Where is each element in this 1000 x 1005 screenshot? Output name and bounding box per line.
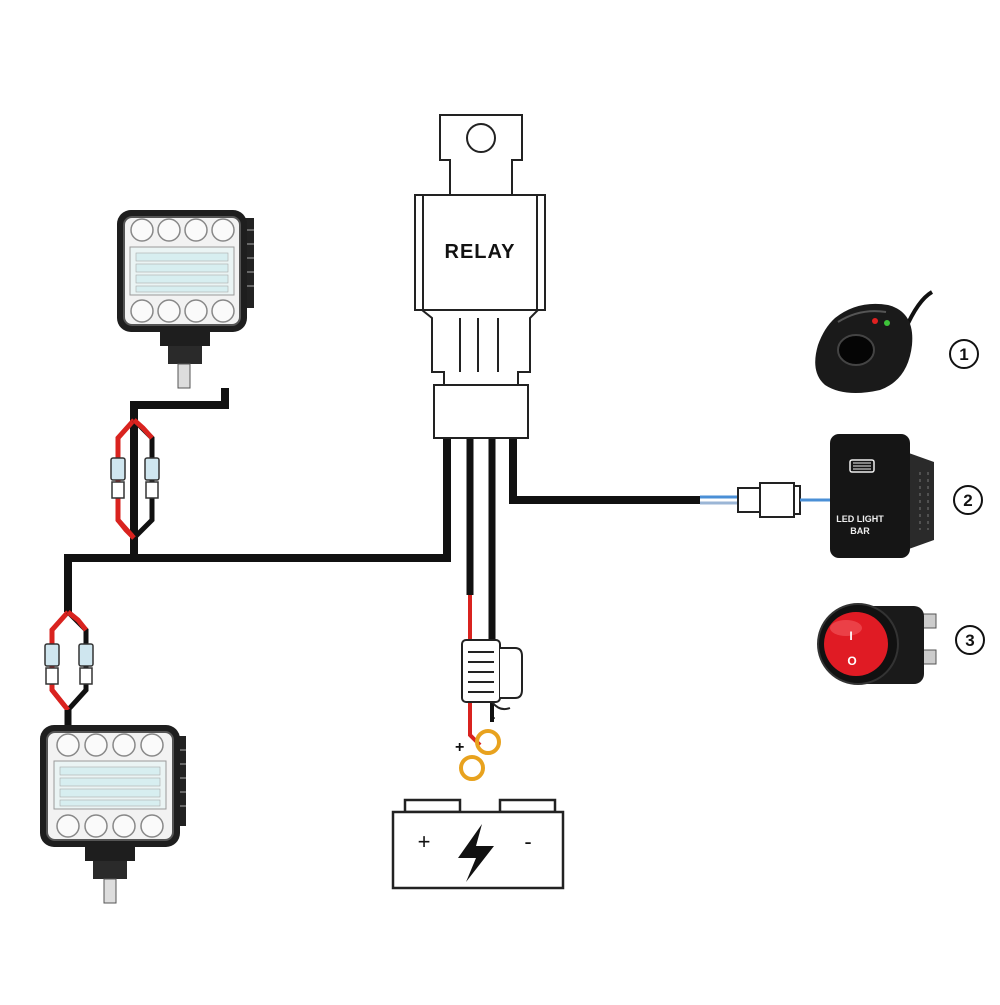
bottom-light-connectors xyxy=(44,643,94,685)
led-bar-icon xyxy=(849,459,875,473)
rocker-label-line1: LED LIGHT xyxy=(836,514,884,524)
rocker-switch-face xyxy=(830,434,910,558)
battery-minus-label: - xyxy=(524,829,531,854)
round-toggle-switch-icon: I O xyxy=(817,603,937,685)
option-number-2-text: 2 xyxy=(963,491,972,510)
switch-harness-connector xyxy=(737,482,830,518)
toggle-on-mark: I xyxy=(849,629,852,643)
top-light-connectors xyxy=(110,457,160,499)
negative-ring-terminal xyxy=(475,729,501,755)
led-work-light-bottom xyxy=(40,725,186,904)
lightning-bolt-icon xyxy=(458,824,494,882)
led-work-light-top xyxy=(117,210,254,389)
main-black-wire xyxy=(64,438,451,612)
relay-mount-hole xyxy=(466,123,496,153)
relay-body xyxy=(414,194,546,311)
positive-ring-terminal xyxy=(459,755,485,781)
push-button-switch-icon xyxy=(815,290,934,394)
relay-label: RELAY xyxy=(445,241,516,263)
battery-positive-post xyxy=(403,798,462,814)
inline-fuse-holder xyxy=(461,639,523,711)
toggle-off-mark: O xyxy=(847,654,856,668)
relay: RELAY xyxy=(414,114,546,439)
ring-terminals: - + xyxy=(455,709,501,781)
option-number-3: 3 xyxy=(955,625,985,655)
option-number-1-text: 1 xyxy=(959,345,968,364)
battery: + - xyxy=(391,798,565,890)
wiring-harness xyxy=(49,388,738,747)
rocker-label-line2: BAR xyxy=(850,526,870,536)
switch-black-wire xyxy=(509,438,700,504)
battery-negative-post xyxy=(498,798,557,814)
rocker-switch-icon: LED LIGHT BAR xyxy=(830,434,934,558)
battery-plus-label: + xyxy=(418,829,431,854)
indicator-led-red xyxy=(872,318,878,324)
top-light-branch-wire xyxy=(130,388,229,558)
ring-minus-label: - xyxy=(490,709,495,726)
relay-harness-boot xyxy=(433,384,529,439)
ring-plus-label: + xyxy=(455,739,464,756)
indicator-led-green xyxy=(884,320,890,326)
option-number-2: 2 xyxy=(953,485,983,515)
option-number-1: 1 xyxy=(949,339,979,369)
option-number-3-text: 3 xyxy=(965,631,974,650)
relay-socket xyxy=(419,309,541,386)
push-switch-knob xyxy=(837,334,875,366)
